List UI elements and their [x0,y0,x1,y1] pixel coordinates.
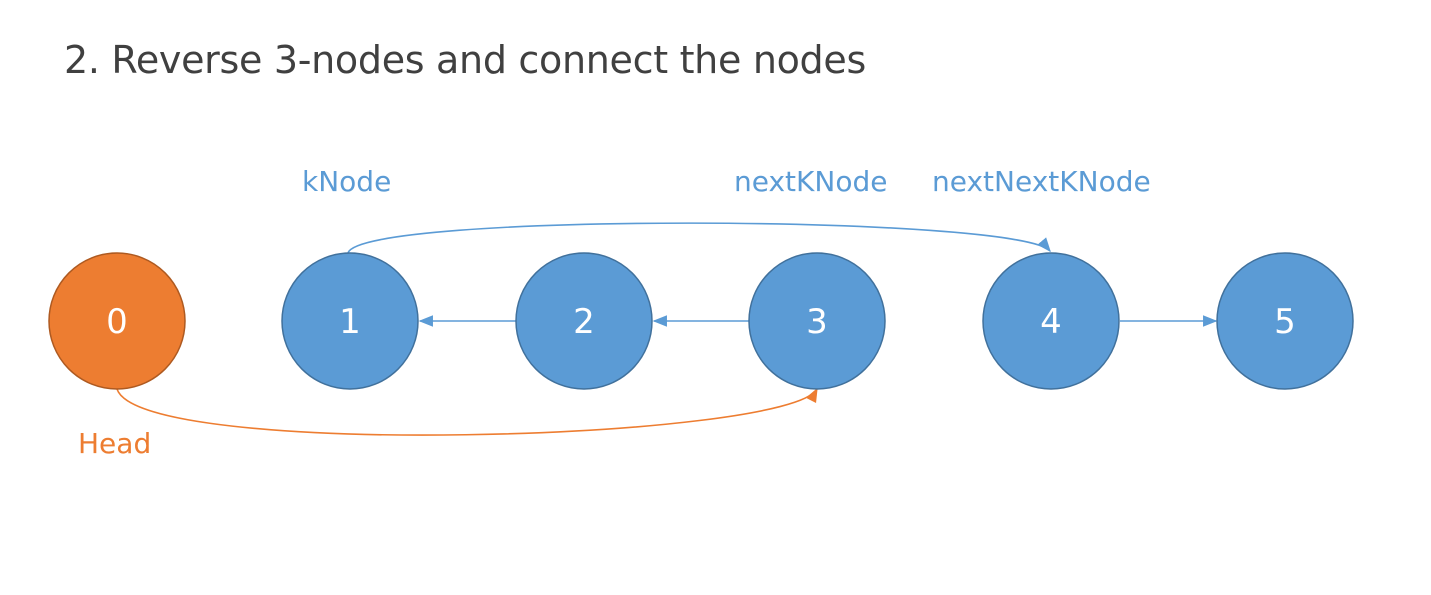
node-2: 2 [515,252,653,390]
svg-text:4: 4 [1040,302,1062,342]
pointer-label-knode: kNode [302,165,391,198]
edge-1-to-4 [347,222,1051,254]
svg-text:3: 3 [806,302,828,342]
pointer-label-nextnextknode: nextNextKNode [932,165,1151,198]
svg-text:5: 5 [1274,302,1296,342]
slide-title: 2. Reverse 3-nodes and connect the nodes [64,38,866,82]
svg-text:2: 2 [573,302,595,342]
pointer-label-head: Head [78,427,151,460]
svg-text:0: 0 [106,302,128,342]
node-3: 3 [748,252,886,390]
node-4: 4 [982,252,1120,390]
node-1: 1 [281,252,419,390]
node-0: 0 [48,252,186,390]
edge-0-to-3 [116,387,818,436]
pointer-label-nextknode: nextKNode [734,165,887,198]
node-5: 5 [1216,252,1354,390]
svg-text:1: 1 [339,302,361,342]
